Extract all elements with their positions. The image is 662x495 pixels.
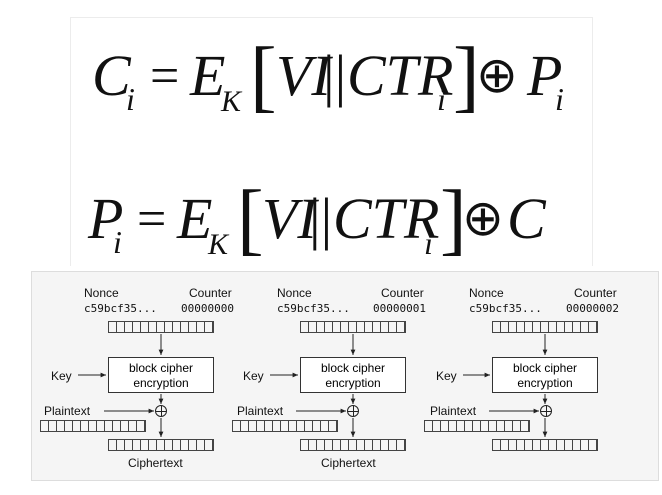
- counter-value: 00000001: [373, 302, 426, 315]
- xor-icon: [540, 405, 552, 417]
- key-label: Key: [436, 369, 457, 383]
- input-block-cells: [300, 321, 406, 333]
- counter-label: Counter: [574, 286, 617, 300]
- formula-term: E: [176, 186, 212, 251]
- counter-value: 00000000: [181, 302, 234, 315]
- formula-xor: ⊕: [476, 47, 518, 103]
- block-cipher-box: block cipher encryption: [108, 357, 214, 393]
- formula-term: CTR: [333, 186, 439, 251]
- block-cipher-box: block cipher encryption: [300, 357, 406, 393]
- formula-subscript: K: [207, 228, 230, 261]
- input-block-cells: [492, 321, 598, 333]
- cipher-line-2: encryption: [133, 376, 189, 390]
- formula-subscript: i: [437, 81, 446, 117]
- block-2-arrows: [463, 334, 548, 437]
- formula-subscript: i: [113, 224, 122, 260]
- plaintext-label: Plaintext: [44, 404, 91, 418]
- formula-term: VI: [262, 186, 319, 251]
- plaintext-block-cells: [232, 420, 338, 432]
- xor-icon: [155, 405, 167, 417]
- nonce-label: Nonce: [84, 286, 119, 300]
- formula-equals: =: [150, 48, 179, 105]
- plaintext-label: Plaintext: [237, 404, 284, 418]
- formula-concat: ||: [323, 43, 346, 108]
- ciphertext-block-cells: [108, 439, 214, 451]
- formula-bracket: [: [237, 175, 264, 263]
- nonce-value: c59bcf35...: [277, 302, 350, 315]
- input-block-cells: [108, 321, 214, 333]
- ciphertext-block-cells: [300, 439, 406, 451]
- ciphertext-label: Ciphertext: [321, 456, 376, 470]
- formula-subscript: i: [424, 225, 433, 261]
- formula-decrypt: P i = E K [ VI || CTR i ] ⊕ C: [87, 175, 547, 263]
- formula-term: P: [526, 43, 562, 108]
- cipher-line-1: block cipher: [320, 361, 386, 375]
- nonce-label: Nonce: [277, 286, 312, 300]
- xor-icon: [347, 405, 359, 417]
- nonce-value: c59bcf35...: [469, 302, 542, 315]
- formula-bracket: ]: [440, 175, 467, 263]
- nonce-label: Nonce: [469, 286, 504, 300]
- formula-term: CTR: [347, 43, 453, 108]
- formula-xor: ⊕: [462, 190, 504, 246]
- key-label: Key: [51, 369, 72, 383]
- formula-term: C: [92, 43, 132, 108]
- ciphertext-label: Ciphertext: [128, 456, 183, 470]
- block-1-arrows: [270, 334, 356, 437]
- counter-label: Counter: [381, 286, 424, 300]
- formula-bracket: [: [250, 32, 277, 120]
- formula-term: C: [507, 186, 547, 251]
- key-label: Key: [243, 369, 264, 383]
- cipher-line-2: encryption: [517, 376, 573, 390]
- formula-subscript: K: [220, 85, 243, 118]
- nonce-value: c59bcf35...: [84, 302, 157, 315]
- plaintext-label: Plaintext: [430, 404, 477, 418]
- formula-bracket: ]: [453, 32, 480, 120]
- ciphertext-block-cells: [492, 439, 598, 451]
- formula-subscript: i: [555, 81, 564, 117]
- cipher-line-1: block cipher: [128, 361, 194, 375]
- formula-equals: =: [137, 191, 166, 248]
- formula-term: VI: [276, 43, 333, 108]
- block-0-arrows: [78, 334, 164, 437]
- formula-term: P: [87, 186, 123, 251]
- cipher-line-2: encryption: [325, 376, 381, 390]
- plaintext-block-cells: [40, 420, 146, 432]
- formula-panel: [70, 17, 593, 266]
- formula-subscript: i: [126, 81, 135, 117]
- plaintext-block-cells: [424, 420, 530, 432]
- formula-term: E: [189, 43, 225, 108]
- cipher-line-1: block cipher: [512, 361, 578, 375]
- counter-value: 00000002: [566, 302, 619, 315]
- formula-concat: ||: [309, 186, 332, 251]
- counter-label: Counter: [189, 286, 232, 300]
- block-cipher-box: block cipher encryption: [492, 357, 598, 393]
- formula-encrypt: C i = E K [ VI || CTR i ] ⊕ P i: [92, 32, 564, 120]
